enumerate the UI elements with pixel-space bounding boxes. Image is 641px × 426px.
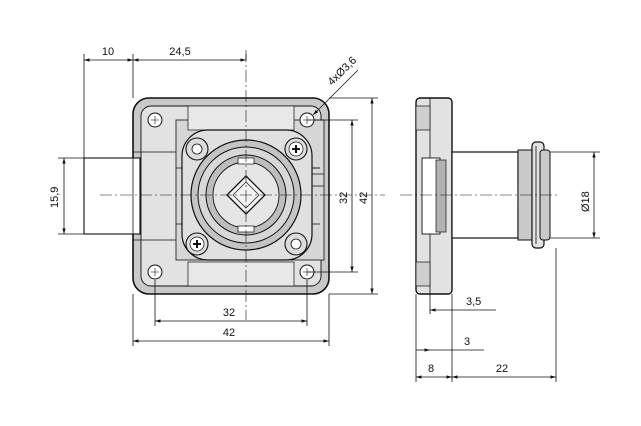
dim-side-flange: 3	[464, 336, 470, 348]
screw-top-right-icon	[284, 137, 308, 161]
side-bolt-housing	[83, 157, 141, 235]
side-view	[400, 97, 560, 295]
dim-left-height: 15,9	[49, 187, 61, 208]
side-dimensions: Ø18 3,5 3 8 22	[415, 151, 600, 382]
screw-bottom-left-icon	[185, 232, 209, 256]
dim-side-length: 22	[496, 363, 508, 375]
mounting-hole-bl-icon	[147, 264, 163, 280]
dim-bottom-inner-width: 32	[223, 307, 235, 319]
screw-bottom-right-icon	[284, 232, 308, 256]
dim-top-left-width: 10	[102, 46, 114, 58]
front-view	[83, 50, 385, 320]
dim-side-step: 3,5	[466, 296, 481, 308]
dim-right-inner-height: 32	[338, 192, 350, 204]
mounting-hole-tl-icon	[147, 112, 163, 128]
dim-side-base: 8	[428, 363, 434, 375]
dim-side-diameter: Ø18	[580, 191, 592, 212]
screw-top-left-icon	[185, 137, 209, 161]
dim-right-outer-height: 42	[358, 192, 370, 204]
dim-bottom-outer-width: 42	[223, 327, 235, 339]
dim-top-center-offset: 24,5	[169, 46, 190, 58]
dim-holes: 4xØ3,6	[326, 55, 360, 89]
